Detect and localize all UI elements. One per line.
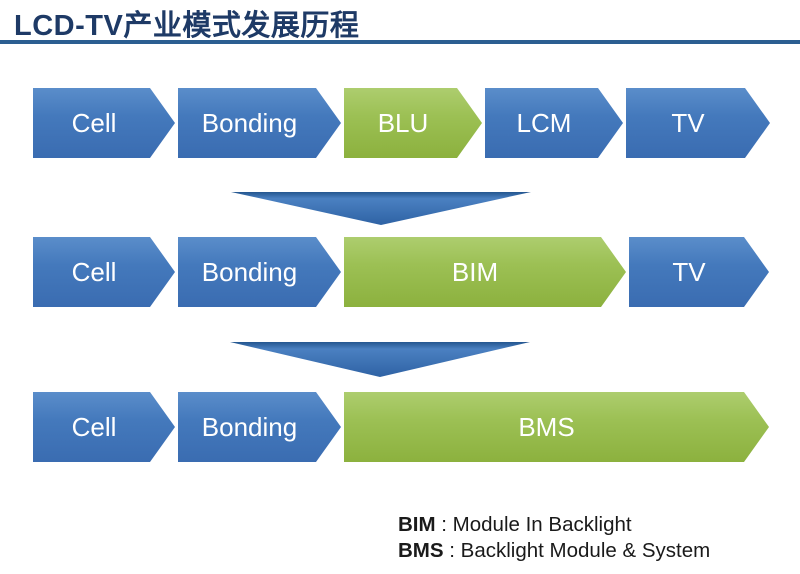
arrow-label: BMS xyxy=(518,411,575,442)
legend-separator: : xyxy=(435,513,453,536)
legend-term: BMS xyxy=(398,539,444,562)
arrow-tv: TV xyxy=(629,237,769,307)
arrow-label: TV xyxy=(671,107,705,138)
arrow-label: BIM xyxy=(451,256,499,287)
arrow-cell: Cell xyxy=(33,88,175,158)
arrow-label: BLU xyxy=(377,107,429,138)
arrow-label: Cell xyxy=(71,107,117,138)
down-arrow-icon xyxy=(231,192,531,225)
legend-separator: : xyxy=(443,539,461,562)
arrow-label: Cell xyxy=(71,411,117,442)
arrow-label: Bonding xyxy=(201,107,298,138)
process-row-3: Cell Bonding BMS xyxy=(0,392,800,462)
process-row-2: Cell Bonding BIM TV xyxy=(0,237,800,307)
arrow-label: Bonding xyxy=(201,411,298,442)
arrow-bonding: Bonding xyxy=(178,392,341,462)
arrow-cell: Cell xyxy=(33,392,175,462)
legend-definition: Backlight Module & System xyxy=(460,539,711,562)
legend-line-bms: BMS : Backlight Module & System xyxy=(398,538,710,564)
process-row-1: Cell Bonding BLU LCM TV xyxy=(0,88,800,158)
arrow-label: Bonding xyxy=(201,256,298,287)
arrow-label: LCM xyxy=(516,107,572,138)
arrow-cell: Cell xyxy=(33,237,175,307)
legend-term: BIM xyxy=(398,513,436,536)
arrow-bonding: Bonding xyxy=(178,237,341,307)
arrow-label: Cell xyxy=(71,256,117,287)
title-underline xyxy=(0,40,800,44)
legend-definition: Module In Backlight xyxy=(452,513,632,536)
legend-line-bim: BIM : Module In Backlight xyxy=(398,512,710,538)
arrow-label: TV xyxy=(672,256,706,287)
arrow-bonding: Bonding xyxy=(178,88,341,158)
arrow-lcm: LCM xyxy=(485,88,623,158)
arrow-blu: BLU xyxy=(344,88,482,158)
arrow-bms: BMS xyxy=(344,392,769,462)
page-title: LCD-TV产业模式发展历程 xyxy=(14,10,360,42)
arrow-tv: TV xyxy=(626,88,770,158)
arrow-bim: BIM xyxy=(344,237,626,307)
down-arrow-icon xyxy=(230,342,530,377)
legend: BIM : Module In Backlight BMS : Backligh… xyxy=(398,512,710,564)
